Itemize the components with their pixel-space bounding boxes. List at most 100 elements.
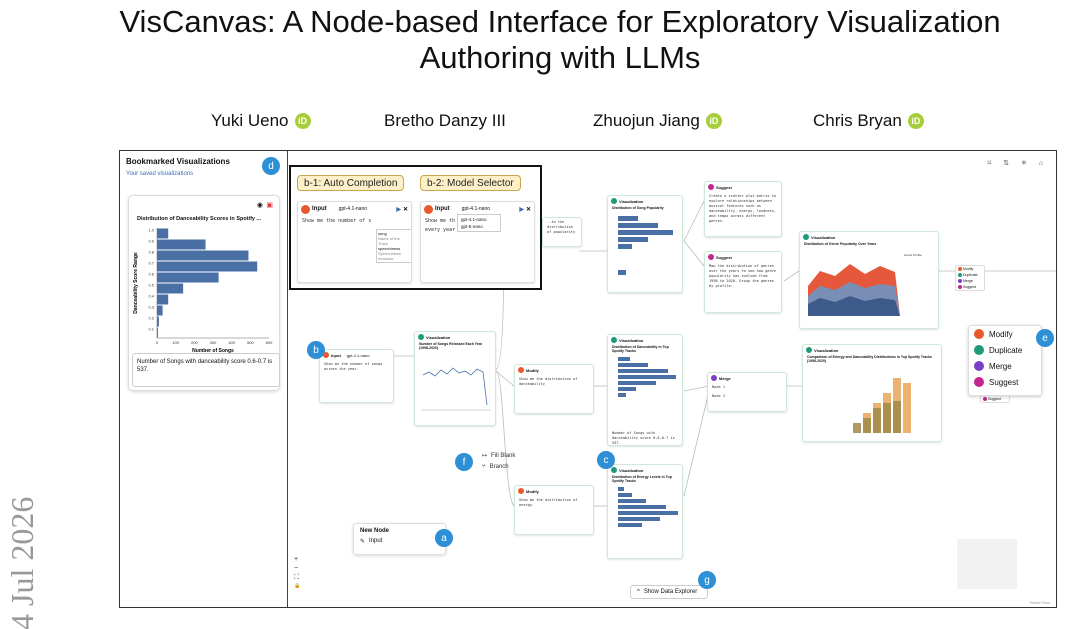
bookmark-card[interactable]: ◉ ▣ Distribution of Danceability Scores … [128,195,280,391]
eye-icon[interactable]: ◉ [256,202,263,209]
modify-text[interactable]: ..to the distribution of popularity [547,220,576,234]
play-icon[interactable]: ▶ [396,206,401,213]
small-menu-item[interactable]: Suggest [988,397,1001,401]
inset-input-node-2[interactable]: Input gpt-4.1-nano ▶ ✕ Show me th gs eve… [420,201,535,283]
menu-label: Merge [989,361,1012,371]
teaser-figure: Bookmarked Visualizations Your saved vis… [119,150,1057,608]
canvas-toolbar[interactable]: ⌑ ⇅ ✳ ⌂ [987,160,1048,167]
minimap[interactable] [957,539,1017,589]
suggest-node-1[interactable]: Suggest Create a scatter plot matrix to … [704,181,782,237]
new-node-input-option[interactable]: ✎Input [354,536,445,547]
menu-merge[interactable]: Merge [969,358,1041,374]
input-icon [323,352,329,358]
close-icon[interactable]: ✕ [525,206,531,213]
merge-node[interactable]: Merge Node 1 Node 2 [707,372,787,412]
viz-title: Comparison of Energy and Danceability Di… [807,355,932,363]
suggest-text[interactable]: Map the distribution of genres over the … [709,264,777,288]
bar [157,250,249,261]
small-menu-item[interactable]: Merge [963,279,973,283]
author-list: Yuki Ueno iD Bretho Danzy III Zhuojun Ji… [0,111,1079,135]
edge [495,370,515,387]
zoom-in-button[interactable]: + [294,556,299,563]
zoom-controls: + − ⛶ 🔒 [294,555,300,591]
input-node-text[interactable]: Show me the number of songs across the y… [324,362,383,371]
node-canvas[interactable]: ⌑ ⇅ ✳ ⌂ b-1: Auto Completio [289,151,1056,607]
close-icon[interactable]: ✕ [402,206,408,213]
fit-view-button[interactable]: ⛶ [294,574,299,581]
y-tick-label: 0.5 [148,282,154,287]
modify-node-energy[interactable]: Modify Show me the distribution of energ… [514,485,594,535]
inset-prompt-1[interactable]: Show me the number of s [302,218,372,224]
partial-modify-node[interactable]: ..to the distribution of popularity [542,217,582,247]
play-icon[interactable]: ▶ [519,206,524,213]
model-label[interactable]: gpt-4.1-nano [346,352,370,358]
viz-node-genre-time[interactable]: Visualization Distribution of Genre Popu… [799,231,939,329]
suggestion-sub: Name of the Track [378,236,400,246]
x-tick-label: 300 [210,340,217,345]
explorer-label: Show Data Explorer [643,589,698,595]
fill-blank-option[interactable]: ↦Fill Blank [482,452,515,460]
viz-node-dance-top[interactable]: Visualization Distribution of Danceabili… [607,334,683,446]
trash-icon[interactable]: ▣ [266,202,273,209]
modify-node-dance[interactable]: Modify Show me the distribution of dance… [514,364,594,414]
arxiv-date: 4 Jul 2026 [4,496,40,629]
react-flow-attribution: React Flow [1029,600,1050,605]
lock-icon[interactable]: 🔒 [294,583,301,589]
bar-chart-thumb [618,216,673,275]
model-label[interactable]: gpt-4.1-nano [338,206,368,212]
viz-node-energy-top[interactable]: Visualization Distribution of Energy Lev… [607,464,683,559]
viz-icon [806,347,812,353]
inset-input-node-1[interactable]: Input gpt-4.1-nano ▶ ✕ Show me the numbe… [297,201,412,283]
edge [783,270,800,282]
suggest-icon [708,184,714,190]
suggest-node-2[interactable]: Suggest Map the distribution of genres o… [704,251,782,313]
viz-node-popularity[interactable]: Visualization Distribution of Song Popul… [607,195,683,293]
model-option-1[interactable]: gpt-4.1-nano [461,217,487,222]
orcid-icon[interactable]: iD [294,113,311,129]
menu-modify[interactable]: Modify [969,326,1041,342]
badge-c: c [597,451,615,469]
new-node-menu[interactable]: New Node ✎Input [353,523,446,555]
node-type-label: Visualization [619,198,644,204]
x-tick-label: 500 [247,340,254,345]
suggestion-speechiness[interactable]: speechiness [378,246,401,251]
small-menu-item[interactable]: Modify [963,267,974,271]
stacked-area-thumb: Genre Profile [808,253,922,316]
small-menu-item[interactable]: Suggest [963,285,976,289]
node-context-menu-small-2[interactable]: Modify Duplicate Merge Suggest [955,265,985,291]
arxiv-margin-stamp: 4 Jul 2026 [2,470,42,629]
menu-suggest[interactable]: Suggest [969,374,1041,390]
modify-text[interactable]: Show me the distribution of energy. [519,498,578,507]
bar [157,316,159,327]
node-type-label: Modify [526,367,539,373]
orcid-icon[interactable]: iD [705,113,722,129]
inset-prompt-2b[interactable]: every year [425,227,456,233]
node-type-label: Visualization [619,337,644,343]
node-action-menu[interactable]: Modify Duplicate Merge Suggest [968,325,1042,396]
edge [495,370,515,507]
tag-model-selector: b-2: Model Selector [420,175,521,191]
viz-node-energy-dance[interactable]: Visualization Comparison of Energy and D… [802,344,942,442]
merge-icon [974,361,984,371]
suggest-text[interactable]: Create a scatter plot matrix to explore … [709,194,777,223]
inset-prompt-2[interactable]: Show me th gs [425,218,465,224]
orcid-icon[interactable]: iD [907,113,924,129]
show-data-explorer-button[interactable]: ^Show Data Explorer [630,585,708,599]
bar [157,305,163,316]
y-tick-label: 0.8 [148,249,154,254]
autocomplete-dropdown[interactable]: song Name of the Track speechiness Speec… [376,229,411,263]
branch-option[interactable]: ⑂Branch [482,464,509,470]
model-option-2[interactable]: gpt-5-nano [461,224,483,229]
author-1: Yuki Ueno iD [211,111,311,131]
model-label[interactable]: gpt-4.1-nano [461,206,491,212]
suggestion-song[interactable]: song [378,231,387,236]
zoom-out-button[interactable]: − [294,565,299,572]
model-dropdown[interactable]: gpt-4.1-nano gpt-5-nano [457,214,501,232]
modify-text[interactable]: Show me the distribution of danceability [519,377,578,386]
small-menu-item[interactable]: Duplicate [963,273,978,277]
x-axis-label: Number of Songs [192,348,234,354]
bar [157,294,169,305]
menu-duplicate[interactable]: Duplicate [969,342,1041,358]
viz-node-songs-year[interactable]: Visualization Number of Songs Released E… [414,331,496,426]
